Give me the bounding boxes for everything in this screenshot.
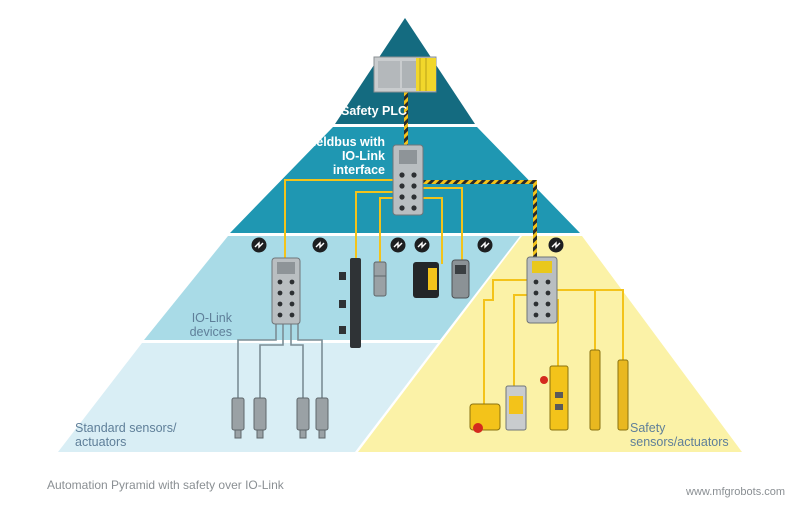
label-safety-line2: sensors/actuators [630, 435, 729, 449]
io-link-hub-icon [271, 257, 301, 325]
label-fieldbus-line2: IO-Link [341, 149, 385, 163]
optical-sensor-icon [451, 259, 470, 299]
watermark: www.mfgrobots.com [686, 486, 786, 498]
label-safety-line1: Safety [630, 421, 666, 435]
tier-safety-sensors [358, 236, 742, 452]
sensor-cables [237, 322, 323, 398]
label-standard-line2: actuators [75, 435, 127, 449]
io-link-symbol-icon [251, 237, 564, 253]
light-curtain-icon [589, 349, 629, 431]
io-link-cables [284, 179, 624, 404]
safety-plc-icon [373, 56, 437, 93]
tier-standard-sensors [58, 343, 438, 452]
figure-caption: Automation Pyramid with safety over IO-L… [47, 478, 284, 492]
signal-tower-icon [413, 262, 439, 298]
label-safety-sensors: Safety sensors/actuators [630, 421, 729, 449]
label-standard-sensors: Standard sensors/ actuators [75, 421, 176, 449]
label-fieldbus-line1: Fieldbus with [305, 135, 385, 149]
safety-cables [404, 92, 537, 258]
label-standard-line1: Standard sensors/ [75, 421, 177, 435]
emergency-stop-icon [469, 403, 501, 433]
inductive-sensor-icon [373, 261, 387, 297]
label-safety-plc: Safety PLC [341, 104, 407, 118]
standard-sensor-icon [231, 397, 329, 439]
safety-interlock-icon [540, 365, 569, 431]
label-fieldbus-line3: interface [332, 163, 385, 177]
safety-io-module-icon [526, 256, 558, 324]
io-link-master-icon [392, 144, 424, 216]
linear-sensor-icon [339, 258, 361, 348]
label-fieldbus: Fieldbus with IO-Link interface [305, 135, 385, 177]
safety-switch-icon [505, 385, 527, 431]
label-io-link-line2: devices [189, 325, 232, 339]
label-io-link-line1: IO-Link [191, 311, 232, 325]
label-io-link-devices: IO-Link devices [187, 311, 232, 339]
